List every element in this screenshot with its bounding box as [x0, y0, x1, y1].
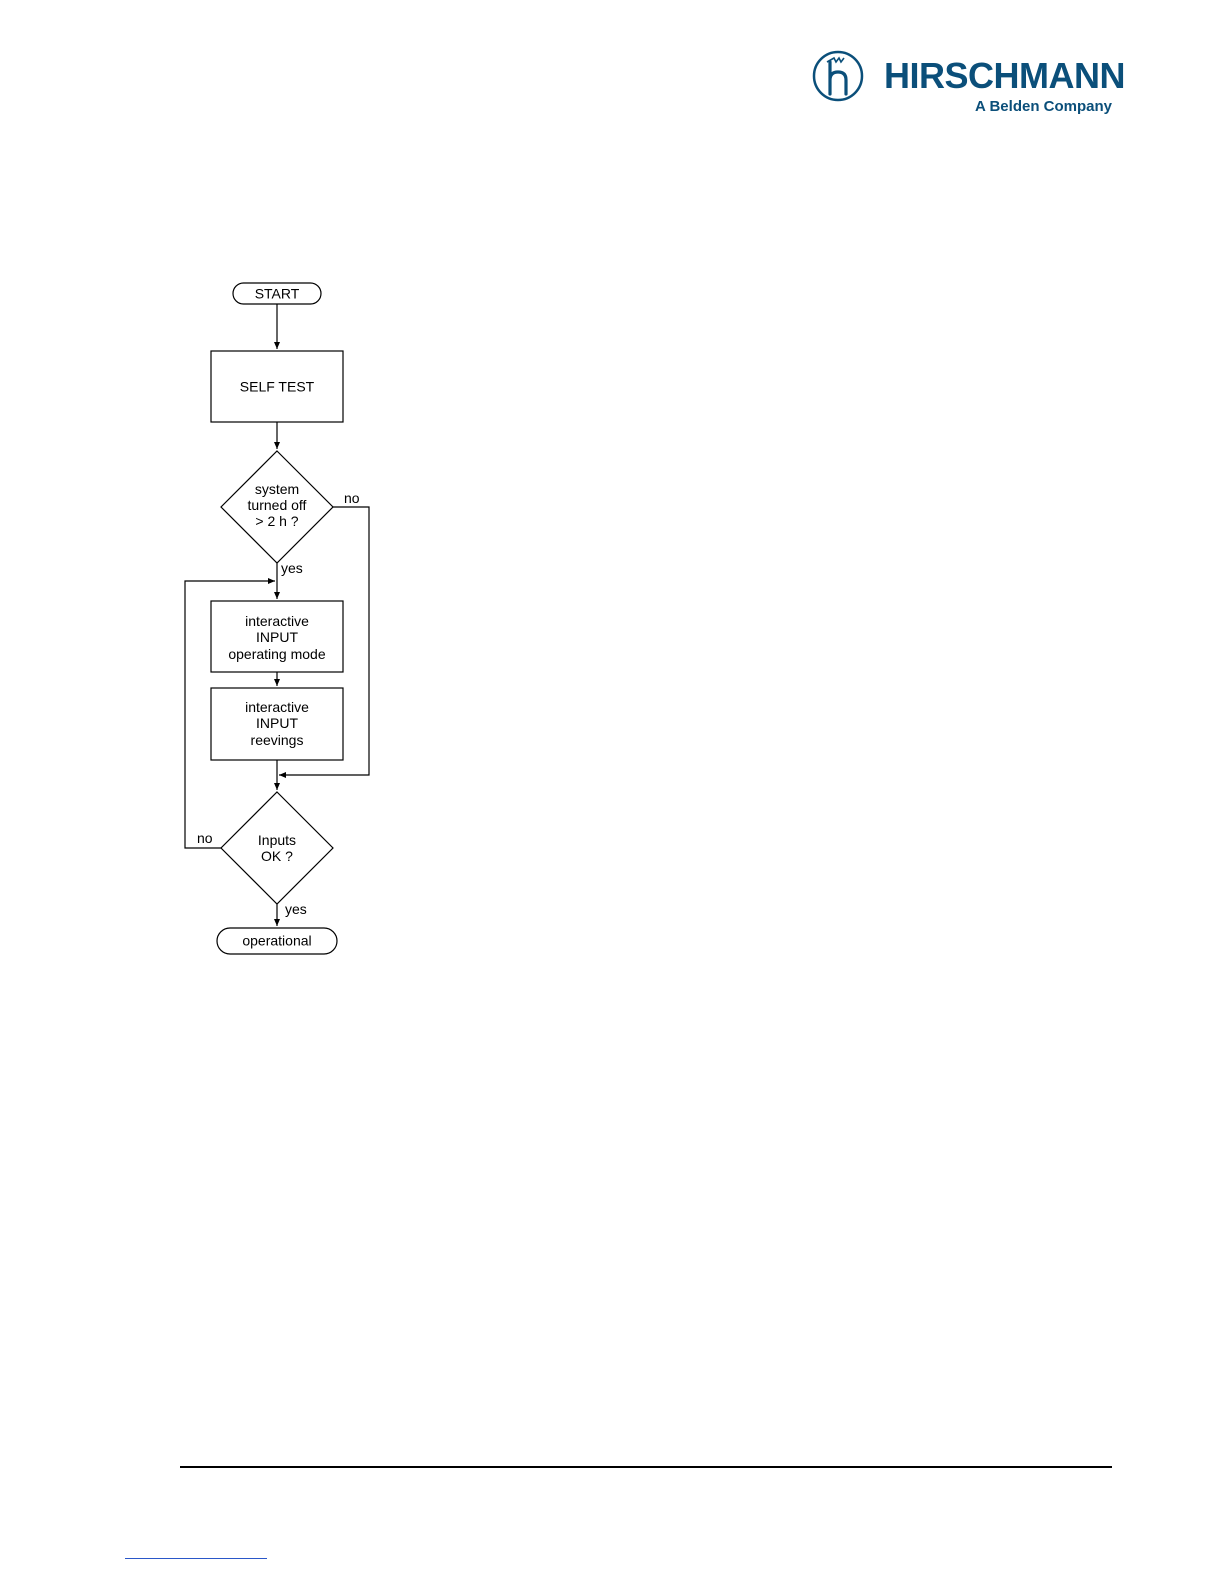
edge-off-yes-label: yes [281, 560, 303, 576]
edge-inputs-yes-label: yes [285, 901, 307, 917]
start-label: START [255, 286, 300, 302]
start-terminal: START [233, 283, 321, 304]
decision-inputs-line2: OK ? [261, 848, 293, 864]
input-reevings-line1: interactive [245, 699, 309, 715]
footer-divider [180, 1466, 1112, 1468]
decision-off-line1: system [255, 481, 299, 497]
decision-inputs-ok: Inputs OK ? [221, 792, 333, 904]
input-reevings-line2: INPUT [256, 715, 298, 731]
input-mode-line2: INPUT [256, 629, 298, 645]
operational-terminal: operational [217, 928, 337, 954]
footnote-separator [125, 1558, 267, 1559]
decision-inputs-line1: Inputs [258, 832, 296, 848]
input-mode-line3: operating mode [228, 646, 326, 662]
decision-off-line3: > 2 h ? [255, 513, 298, 529]
decision-turned-off: system turned off > 2 h ? [221, 451, 333, 563]
operational-label: operational [242, 933, 311, 949]
input-mode-line1: interactive [245, 613, 309, 629]
input-reevings-box: interactive INPUT reevings [211, 688, 343, 760]
edge-inputs-no-label: no [197, 830, 213, 846]
flowchart: START SELF TEST system turned off > 2 h … [0, 0, 1224, 1000]
input-operating-mode-box: interactive INPUT operating mode [211, 601, 343, 672]
self-test-label: SELF TEST [240, 379, 315, 395]
input-reevings-line3: reevings [251, 732, 304, 748]
edge-off-no-label: no [344, 490, 360, 506]
self-test-box: SELF TEST [211, 351, 343, 422]
decision-off-line2: turned off [248, 497, 307, 513]
